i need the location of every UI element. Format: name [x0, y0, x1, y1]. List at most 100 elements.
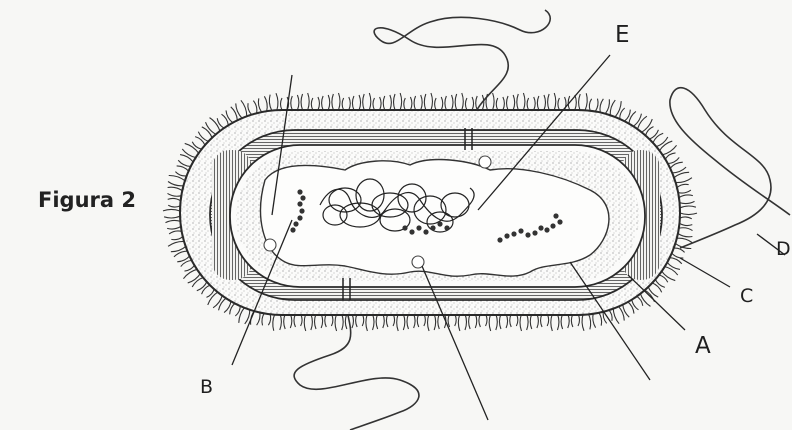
pilus — [431, 93, 433, 110]
pilus — [530, 314, 532, 329]
pilus — [369, 93, 371, 110]
plasmid-bead — [437, 221, 442, 226]
plasmid-bead — [293, 221, 298, 226]
pilus — [551, 314, 553, 331]
pilus — [588, 313, 590, 329]
pilus — [380, 97, 382, 110]
plasmid-bead — [299, 208, 304, 213]
pilus — [680, 206, 696, 208]
pilus — [575, 95, 577, 110]
pilus — [434, 314, 436, 330]
plasmid-bead — [553, 213, 558, 218]
pilus — [638, 116, 647, 129]
pilus — [167, 226, 181, 229]
plasmid-bead — [557, 219, 562, 224]
pilus — [308, 93, 310, 110]
pilus — [210, 118, 220, 131]
plasmid-bead — [297, 189, 302, 194]
pilus — [544, 95, 546, 110]
pilus — [671, 253, 683, 258]
pilus — [394, 94, 396, 110]
pilus — [642, 119, 653, 132]
pilus — [424, 94, 426, 110]
plasmid-bead — [402, 225, 407, 230]
pilus — [633, 114, 641, 127]
pilus — [311, 98, 313, 110]
pilus — [455, 94, 457, 110]
pilus — [304, 314, 306, 331]
pilus — [598, 312, 601, 326]
pilus — [610, 100, 615, 115]
pilus — [322, 96, 324, 110]
pilus — [476, 96, 478, 110]
pilus — [672, 167, 686, 173]
pilus — [489, 314, 491, 331]
pilus — [679, 223, 692, 225]
pilus — [462, 93, 464, 110]
pilus — [311, 314, 313, 330]
pilus — [561, 314, 563, 329]
pilus — [219, 298, 227, 311]
plasmid-bead — [423, 229, 428, 234]
pilus — [165, 220, 180, 222]
label-A: A — [695, 333, 711, 359]
pilus — [664, 266, 678, 275]
leader-C — [680, 258, 730, 287]
figure-title: Figura 2 — [38, 188, 136, 212]
pilus — [568, 314, 570, 328]
pilus — [679, 195, 693, 198]
pilus — [376, 314, 378, 329]
pilus — [465, 98, 467, 110]
pilus — [680, 201, 695, 203]
pilus — [678, 233, 693, 236]
plasmid-bead — [297, 215, 302, 220]
pilus — [169, 231, 182, 234]
plasmid-bead — [300, 195, 305, 200]
pilus — [438, 314, 440, 329]
pilus — [363, 94, 365, 110]
plasmid-bead — [518, 228, 523, 233]
pilus — [359, 95, 361, 110]
pilus — [558, 98, 560, 110]
label-D: D — [776, 238, 791, 260]
pilus — [652, 283, 662, 293]
pilus — [656, 137, 668, 147]
pilus — [680, 217, 692, 219]
pilus — [264, 96, 267, 111]
pilus — [171, 236, 183, 239]
pilus — [593, 313, 596, 328]
pilus — [213, 295, 222, 308]
pilus — [297, 95, 299, 110]
plasmid-bead — [525, 232, 530, 237]
pilus — [458, 314, 460, 331]
label-C: C — [740, 285, 753, 307]
pilus — [318, 97, 320, 110]
pilus — [198, 132, 208, 142]
pilus — [421, 95, 423, 110]
pilus — [517, 94, 519, 110]
pilus — [523, 93, 525, 110]
pilus — [168, 198, 181, 200]
pilus — [435, 98, 437, 110]
pilus — [404, 98, 406, 110]
pilus — [257, 312, 260, 326]
pilus — [339, 93, 341, 110]
pilus — [585, 93, 587, 110]
pilus — [280, 314, 282, 330]
pilus — [677, 238, 692, 242]
pilus — [486, 94, 488, 110]
pilus — [202, 127, 212, 138]
pilus — [168, 182, 183, 186]
pilus — [206, 122, 216, 134]
pilus — [403, 314, 405, 330]
pilus — [428, 314, 430, 331]
pilus — [273, 314, 275, 331]
pilus — [177, 166, 189, 171]
pilus — [352, 96, 354, 110]
pilus — [192, 277, 204, 287]
pilus — [168, 205, 180, 207]
pilus — [248, 103, 252, 114]
pilus — [174, 251, 188, 257]
pilus — [269, 95, 271, 111]
